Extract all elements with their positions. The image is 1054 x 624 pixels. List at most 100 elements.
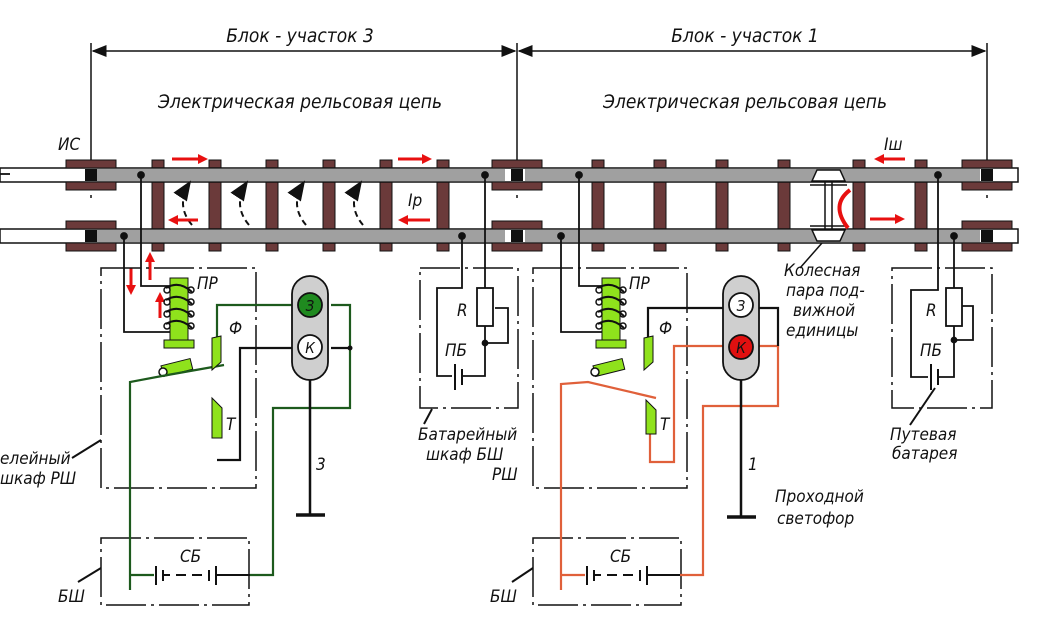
sleeper — [208, 181, 222, 230]
joint-plate — [491, 159, 543, 169]
rail-current-label: Iр — [408, 191, 423, 211]
sleeper — [777, 181, 791, 230]
signal-lamp-green — [728, 292, 754, 318]
relay-coil-end — [163, 286, 171, 294]
leakage-current-arcs — [173, 180, 364, 226]
insulating-joint-label: ИС — [58, 135, 80, 155]
relay-coil-end — [619, 310, 627, 318]
relay-coil-end — [187, 310, 195, 318]
joint-plate — [961, 220, 1013, 230]
relay-coil-end — [619, 286, 627, 294]
block-section-3-label: Блок - участок 3 — [226, 25, 374, 47]
track-circuit-left-label: Электрическая рельсовая цепь — [157, 91, 442, 113]
sleeper — [653, 159, 667, 169]
front-contact-label-left: Ф — [229, 319, 242, 339]
svg-text:Батарейный: Батарейный — [418, 425, 517, 445]
track-relay-left — [158, 277, 195, 378]
relay-coil-end — [595, 286, 603, 294]
relay-coil-end — [187, 298, 195, 306]
sleeper — [151, 242, 165, 252]
relay-coil-end — [187, 322, 195, 330]
insulator — [511, 169, 523, 181]
sleeper — [653, 242, 667, 252]
relay-base — [595, 339, 627, 349]
battery-box-label-right: БШ — [490, 587, 517, 607]
svg-text:пара под-: пара под- — [786, 281, 865, 301]
insulator — [85, 230, 97, 242]
track-relay-label-left: ПР — [197, 274, 219, 294]
insulator — [981, 230, 993, 242]
sleeper — [322, 159, 336, 169]
resistor-icon — [476, 287, 963, 327]
wheelset-icon — [799, 169, 847, 269]
sleeper — [436, 159, 450, 169]
svg-text:шкаф БШ: шкаф БШ — [426, 445, 503, 465]
insulator — [511, 230, 523, 242]
shunt-current-label: Iш — [884, 135, 903, 155]
sleepers — [151, 159, 928, 252]
current-arrows — [126, 154, 905, 318]
relay-coil-end — [595, 322, 603, 330]
relay-contacts — [211, 335, 657, 439]
relay-coil-end — [187, 286, 195, 294]
svg-text:вижной: вижной — [793, 301, 855, 321]
signal-battery-label-left: СБ — [180, 547, 201, 567]
signal-lamp-red — [297, 334, 323, 360]
svg-text:елейный: елейный — [0, 449, 71, 469]
joint-plate — [491, 181, 543, 191]
sleeper — [436, 181, 450, 230]
track-battery-label-right: ПБ — [920, 341, 942, 361]
track-wires — [0, 171, 974, 378]
relay-coil-end — [619, 322, 627, 330]
joint-plate — [65, 220, 117, 230]
signal-lamp-red-label: К — [305, 339, 316, 357]
back-contact-label-right: Т — [660, 415, 671, 435]
sleeper — [777, 159, 791, 169]
joint-plate — [491, 242, 543, 252]
signal-circuit-right — [559, 306, 780, 590]
block-section-1-label: Блок - участок 1 — [671, 25, 819, 47]
relay-pivot — [590, 367, 600, 377]
relay-coil-end — [163, 322, 171, 330]
sleeper — [715, 159, 729, 169]
relay-coil-end — [163, 310, 171, 318]
joint-plate — [961, 242, 1013, 252]
signal-3-number: 3 — [316, 455, 326, 475]
sleeper — [653, 181, 667, 230]
svg-text:Путевая: Путевая — [890, 425, 956, 445]
sleeper — [151, 181, 165, 230]
signal-circuit-left — [128, 303, 353, 590]
relay-cabinet-right-label: РШ — [492, 465, 518, 485]
signal-1: ЗК — [722, 275, 760, 381]
relay-coil-end — [163, 298, 171, 306]
battery-cabinet-label: Батарейный шкаф БШ — [418, 425, 517, 465]
relay-coil-end — [595, 298, 603, 306]
joint-plate — [961, 159, 1013, 169]
joint-plate — [65, 242, 117, 252]
sleeper — [914, 242, 928, 252]
insulator — [981, 169, 993, 181]
insulating-joints — [65, 159, 1013, 252]
sleeper — [591, 242, 605, 252]
svg-text:светофор: светофор — [777, 509, 855, 529]
signal-lamp-red — [728, 334, 754, 360]
svg-text:Колесная: Колесная — [784, 261, 860, 281]
svg-text:единицы: единицы — [786, 321, 858, 341]
signal-lamp-green — [297, 292, 323, 318]
track-circuit-right-label: Электрическая рельсовая цепь — [602, 91, 887, 113]
sleeper — [208, 159, 222, 169]
dimension-lines — [90, 43, 988, 160]
sleeper — [265, 181, 279, 230]
relay-coil-end — [619, 298, 627, 306]
resistor-label-right: R — [926, 301, 937, 321]
svg-text:шкаф РШ: шкаф РШ — [0, 469, 76, 489]
sleeper — [151, 159, 165, 169]
signal-head — [722, 275, 760, 381]
svg-text:Проходной: Проходной — [775, 487, 864, 507]
signal-battery-icon — [71, 408, 680, 585]
insulator — [85, 169, 97, 181]
track-battery-icon — [454, 364, 939, 426]
joint-plate — [491, 220, 543, 230]
relay-coil-end — [595, 310, 603, 318]
signal-lamp-red-label: К — [736, 339, 747, 357]
